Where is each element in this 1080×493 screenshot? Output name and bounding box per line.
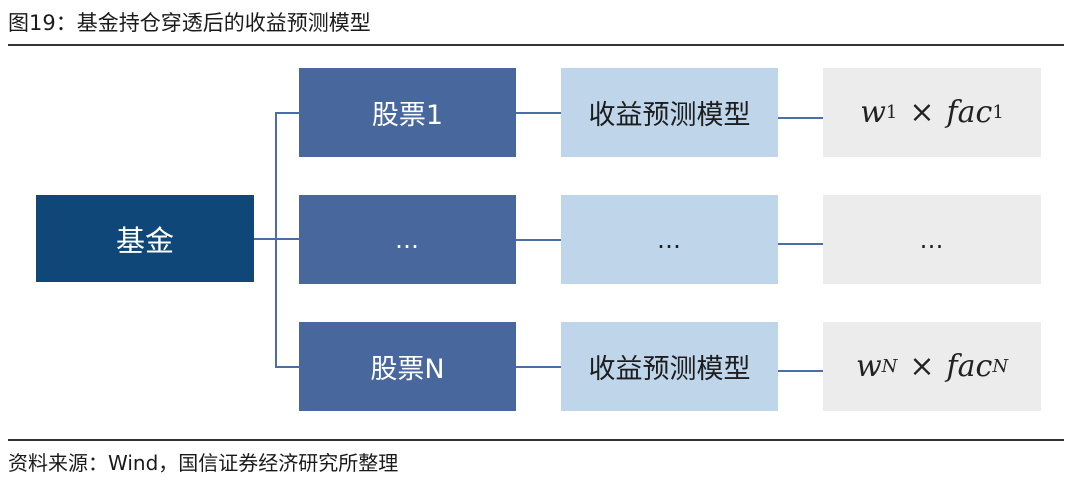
model-node-n: 收益预测模型 <box>561 322 778 411</box>
times-symbol: × <box>909 349 935 384</box>
stock-node-n: 股票N <box>299 322 516 411</box>
connector-branch-1 <box>275 112 299 114</box>
formula-weight: w <box>860 95 886 130</box>
formula-factor-subscript: N <box>992 356 1009 377</box>
connector-root-out <box>254 238 276 240</box>
formula-factor: fac <box>946 349 993 384</box>
model-node-1: 收益预测模型 <box>561 68 778 157</box>
formula-factor-subscript: 1 <box>992 102 1004 123</box>
connector-model-formula-3 <box>778 370 823 372</box>
formula-node-ellipsis: … <box>823 195 1041 284</box>
connector-model-formula-1 <box>778 117 823 119</box>
connector-stock-model-1 <box>516 112 561 114</box>
stock-node-1: 股票1 <box>299 68 516 157</box>
stock-node-ellipsis: … <box>299 195 516 284</box>
formula-weight-subscript: 1 <box>885 102 898 123</box>
bottom-rule <box>8 439 1064 441</box>
top-rule <box>8 44 1064 46</box>
connector-stock-model-2 <box>516 239 561 241</box>
figure-source: 资料来源：Wind，国信证券经济研究所整理 <box>8 451 399 475</box>
times-symbol: × <box>909 95 935 130</box>
fund-node: 基金 <box>36 195 254 282</box>
formula-weight: w <box>855 349 882 384</box>
formula-factor: fac <box>946 95 993 130</box>
formula-weight-subscript: N <box>881 356 898 377</box>
connector-trunk <box>275 112 277 367</box>
figure-title: 图19：基金持仓穿透后的收益预测模型 <box>8 11 371 35</box>
connector-model-formula-2 <box>778 243 823 245</box>
connector-stock-model-3 <box>516 366 561 368</box>
connector-branch-2 <box>275 238 299 240</box>
model-node-ellipsis: … <box>561 195 778 284</box>
connector-branch-3 <box>275 366 299 368</box>
